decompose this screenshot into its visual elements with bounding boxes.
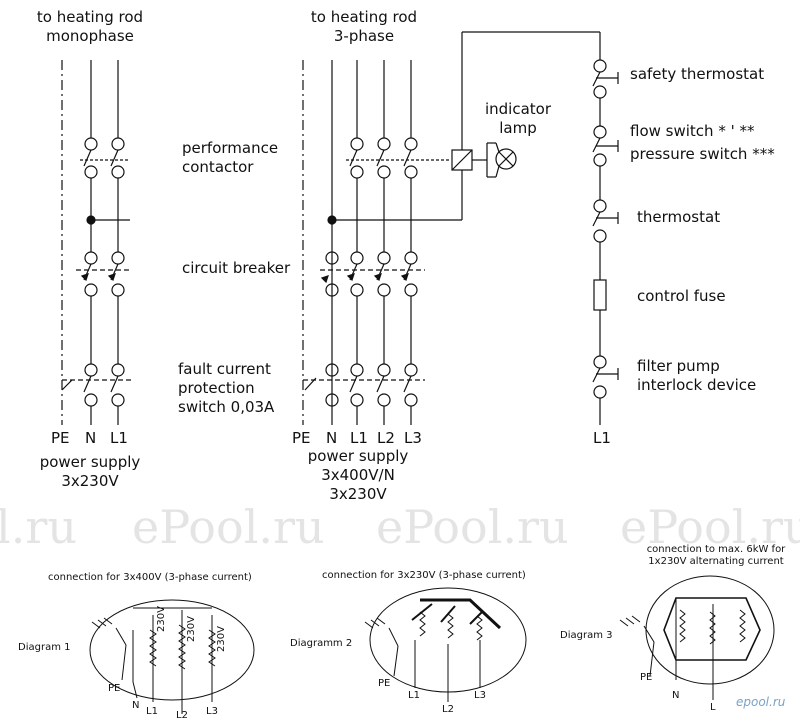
terminal-label: PE xyxy=(292,429,311,447)
flow-switch-label: flow switch * ' ** xyxy=(630,122,755,140)
control-fuse-label: control fuse xyxy=(637,287,726,305)
diagram-2-caption: connection for 3x230V (3-phase current) xyxy=(322,570,526,581)
lead-label: L xyxy=(710,702,716,713)
lead-label: L2 xyxy=(176,710,188,721)
pe-label: PE xyxy=(378,678,391,689)
terminal-label: L1 xyxy=(350,429,368,447)
pe-label: PE xyxy=(108,683,121,694)
lead-label: L3 xyxy=(474,690,486,701)
pressure-switch-label: pressure switch *** xyxy=(630,145,775,163)
diagram-1 xyxy=(89,599,255,714)
watermark: ePool.ru xyxy=(132,500,325,554)
resistor-label: 230V xyxy=(216,626,227,652)
resistor-label: 230V xyxy=(156,606,167,632)
diagram-3-name: Diagram 3 xyxy=(560,630,613,641)
diagram-1-caption: connection for 3x400V (3-phase current) xyxy=(48,572,252,583)
lead-label: L2 xyxy=(442,704,454,715)
diagram-2 xyxy=(364,587,527,702)
terminal-label: N xyxy=(85,429,97,447)
lead-label: L3 xyxy=(206,706,218,717)
pe-label: PE xyxy=(640,672,653,683)
three-phase-circuit xyxy=(302,31,600,425)
monophase-circuit xyxy=(61,60,132,425)
site-logo: epool.ru xyxy=(736,695,786,709)
diagram-2-name: Diagramm 2 xyxy=(290,638,353,649)
terminal-label: L2 xyxy=(377,429,395,447)
control-l1-label: L1 xyxy=(593,429,611,447)
terminal-label: L3 xyxy=(404,429,422,447)
indicator-lamp xyxy=(495,148,517,170)
lead-label: N xyxy=(132,700,140,711)
lead-label: N xyxy=(672,690,680,701)
thermostat-label: thermostat xyxy=(637,208,721,226)
watermark: ePool.ru xyxy=(376,500,569,554)
terminal-label: L1 xyxy=(110,429,128,447)
watermark: ePool.ru xyxy=(620,500,800,554)
diagram-1-name: Diagram 1 xyxy=(18,642,71,653)
terminal-label: PE xyxy=(51,429,70,447)
watermark: l.ru xyxy=(0,500,77,554)
lead-label: L1 xyxy=(408,690,420,701)
control-circuit xyxy=(592,32,619,425)
safety-thermostat-label: safety thermostat xyxy=(630,65,765,83)
resistor-label: 230V xyxy=(186,616,197,642)
control-fuse xyxy=(593,279,607,311)
breaker-label: circuit breaker xyxy=(182,259,291,277)
terminal-label: N xyxy=(326,429,338,447)
lead-label: L1 xyxy=(146,706,158,717)
diagram-3 xyxy=(619,575,775,700)
